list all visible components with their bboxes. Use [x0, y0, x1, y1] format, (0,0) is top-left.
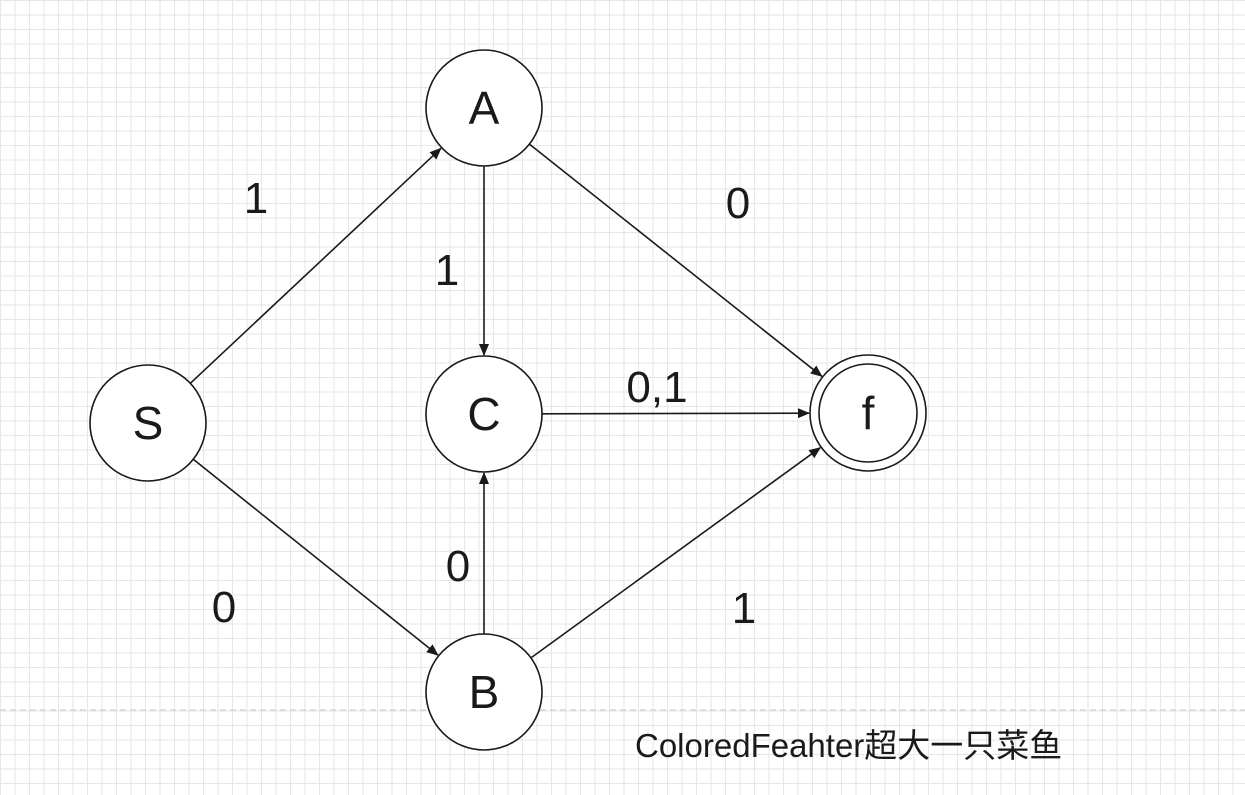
edge-B-to-f	[530, 447, 822, 659]
state-circle	[89, 364, 207, 482]
state-circle	[425, 633, 543, 751]
state-circle	[809, 354, 927, 472]
edge-label-A-to-C: 1	[435, 246, 459, 295]
watermark-text: ColoredFeahter超大一只菜鱼	[635, 727, 1062, 764]
edge-S-to-B	[192, 458, 439, 656]
edge-C-to-f	[541, 408, 811, 419]
edge-label-S-to-B: 0	[212, 583, 236, 632]
state-S: S	[89, 364, 207, 482]
transition-labels-layer: 1 0 1 0 0,1 0 1	[212, 174, 756, 633]
state-circle	[425, 49, 543, 167]
state-f: f	[809, 354, 927, 472]
state-C: C	[425, 355, 543, 473]
state-A: A	[425, 49, 543, 167]
edge-label-B-to-f: 1	[732, 584, 756, 633]
state-label: B	[469, 666, 500, 718]
state-B: B	[425, 633, 543, 751]
edge-S-to-A	[189, 147, 442, 384]
edge-A-to-f	[528, 143, 823, 377]
accepting-state-inner-circle	[818, 363, 918, 463]
state-label: S	[133, 397, 164, 449]
state-circle	[425, 355, 543, 473]
edge-label-C-to-f: 0,1	[626, 363, 687, 412]
edge-label-S-to-A: 1	[244, 174, 268, 223]
state-label: f	[862, 387, 875, 439]
edge-label-B-to-C: 0	[446, 542, 470, 591]
state-label: A	[469, 82, 500, 134]
edge-label-A-to-f: 0	[726, 179, 750, 228]
states-layer: S A C Bf	[89, 49, 927, 751]
transitions-layer	[189, 143, 823, 659]
state-label: C	[467, 388, 500, 440]
